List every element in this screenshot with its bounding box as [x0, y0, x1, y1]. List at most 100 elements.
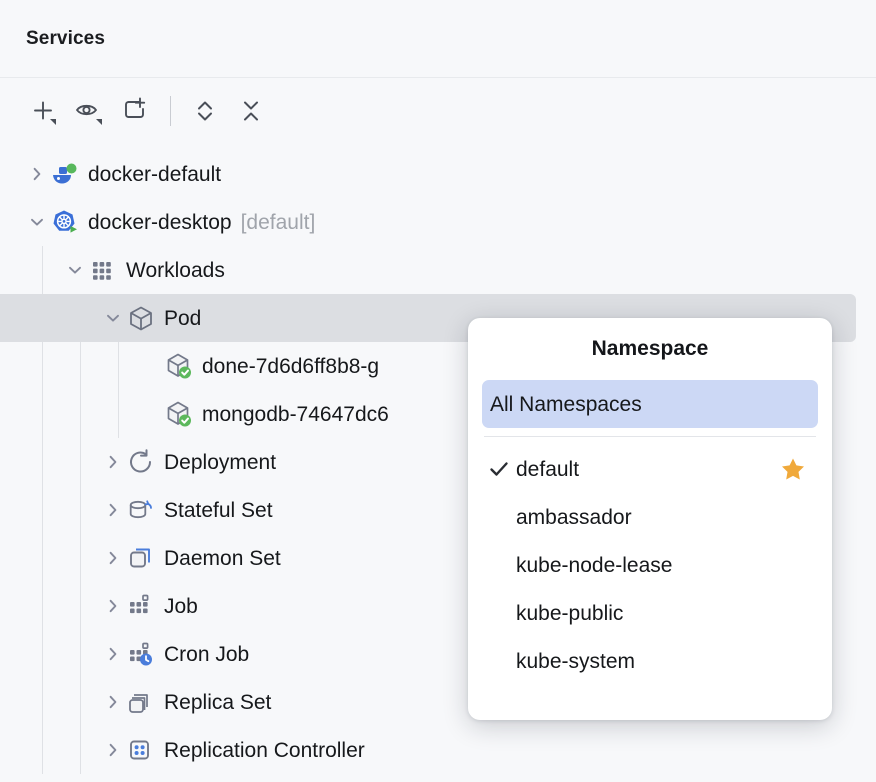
tree-row[interactable]: Workloads [0, 246, 876, 294]
indent-guide [42, 438, 43, 486]
chevron-right-icon [109, 695, 117, 709]
tree-twisty[interactable] [100, 630, 126, 678]
menu-check-slot [482, 458, 516, 480]
indent-guide [42, 534, 43, 582]
pod-icon [126, 303, 156, 333]
tree-twisty[interactable] [100, 726, 126, 774]
indent-guide [42, 246, 43, 294]
expand-all-icon [198, 101, 212, 121]
indent-guide [80, 630, 81, 678]
indent-guide [80, 486, 81, 534]
menu-separator [484, 436, 816, 437]
indent-guide [42, 726, 43, 774]
tree-twisty[interactable] [100, 486, 126, 534]
tree-twisty[interactable] [24, 198, 50, 246]
indent-guide [42, 582, 43, 630]
tree-row-label: Workloads [126, 258, 225, 282]
expand-all-button[interactable] [183, 89, 227, 133]
tree-twisty [138, 390, 164, 438]
tree-twisty[interactable] [100, 294, 126, 342]
menu-item-namespace[interactable]: ambassador [482, 493, 818, 541]
collapse-all-button[interactable] [229, 89, 273, 133]
check-icon [490, 462, 508, 476]
indent-guide [42, 678, 43, 726]
menu-item-all-namespaces[interactable]: All Namespaces [482, 380, 818, 428]
daemon-set-icon [126, 543, 156, 573]
replica-set-icon [126, 687, 156, 717]
menu-item-label: kube-system [516, 649, 636, 673]
indent-guide [80, 534, 81, 582]
services-tree: docker-default docker-desktop [default] W… [0, 144, 876, 774]
tree-row-label: Replica Set [164, 690, 272, 714]
tree-twisty[interactable] [100, 582, 126, 630]
job-icon [130, 594, 149, 614]
menu-item-label: kube-node-lease [516, 553, 673, 577]
tree-twisty[interactable] [100, 534, 126, 582]
tree-twisty [138, 342, 164, 390]
indent-guide [42, 486, 43, 534]
indent-guide [42, 630, 43, 678]
workloads-icon [88, 255, 118, 285]
tree-row[interactable]: docker-default [0, 150, 876, 198]
tree-row[interactable]: docker-desktop [default] [0, 198, 876, 246]
chevron-down-icon [31, 218, 43, 226]
namespace-popup: Namespace All Namespaces default ambassad… [468, 318, 832, 720]
menu-item-namespace[interactable]: default [482, 445, 818, 493]
kubernetes-icon [50, 207, 80, 237]
tree-row[interactable]: Replica Set [0, 678, 876, 726]
cron-job-icon [130, 642, 152, 666]
tree-row-label: Replication Controller [164, 738, 365, 762]
menu-item-label: kube-public [516, 601, 624, 625]
tree-row[interactable]: Replication Controller [0, 726, 876, 774]
tree-row-label: docker-desktop [88, 210, 232, 234]
tree-row-label: Deployment [164, 450, 277, 474]
tree-row[interactable]: done-7d6d6ff8b8-g [0, 342, 876, 390]
deployment-icon [126, 447, 156, 477]
tree-twisty[interactable] [24, 150, 50, 198]
menu-item-namespace[interactable]: kube-public [482, 589, 818, 637]
replication-controller-icon [126, 735, 156, 765]
indent-guide [80, 678, 81, 726]
tree-row-label: mongodb-74647dc6 [202, 402, 389, 426]
chevron-down-icon [107, 314, 119, 322]
page-title: Services [26, 27, 105, 49]
menu-item-label: ambassador [516, 505, 632, 529]
view-options-button[interactable] [68, 89, 112, 133]
add-service-button[interactable] [22, 89, 66, 133]
cron-job-icon [126, 639, 156, 669]
tree-row-suffix: [default] [240, 210, 316, 234]
chevron-right-icon [109, 599, 117, 613]
indent-guide [80, 390, 81, 438]
chevron-right-icon [109, 551, 117, 565]
pod-icon [130, 306, 152, 331]
add-tab-button[interactable] [114, 89, 158, 133]
tree-row-label: Stateful Set [164, 498, 273, 522]
toolbar-separator [170, 96, 171, 126]
tree-twisty[interactable] [100, 678, 126, 726]
toolbar [0, 78, 876, 144]
add-tab-icon [125, 97, 146, 118]
daemon-set-icon [130, 548, 150, 568]
panel-header: Services [0, 0, 876, 78]
docker-icon [50, 159, 80, 189]
favorite-star-icon[interactable] [780, 456, 806, 482]
indent-guide [118, 390, 119, 438]
stateful-set-icon [126, 495, 156, 525]
replica-set-icon [129, 694, 148, 713]
tree-twisty[interactable] [62, 246, 88, 294]
menu-item-label: All Namespaces [490, 392, 642, 416]
stateful-set-icon [129, 500, 152, 519]
menu-item-namespace[interactable]: kube-node-lease [482, 541, 818, 589]
namespace-popup-title: Namespace [591, 337, 709, 360]
indent-guide [42, 390, 43, 438]
menu-item-namespace[interactable]: kube-system [482, 637, 818, 685]
chevron-right-icon [33, 167, 41, 181]
chevron-right-icon [109, 455, 117, 469]
tree-row-label: docker-default [88, 162, 222, 186]
menu-item-label: default [516, 457, 580, 481]
pod-running-icon [167, 353, 191, 379]
tree-twisty[interactable] [100, 438, 126, 486]
collapse-all-icon [244, 101, 258, 121]
pod-running-icon [164, 351, 194, 381]
tree-row-label: done-7d6d6ff8b8-g [202, 354, 380, 378]
